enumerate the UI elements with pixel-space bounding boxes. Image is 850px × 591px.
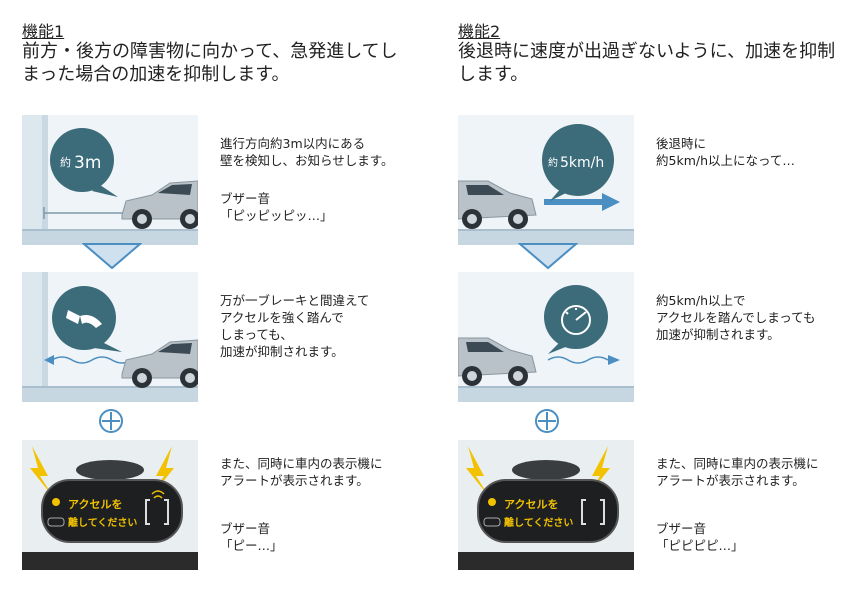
scene-reverse-acceleration [458, 272, 634, 402]
step-3-buzzer: ブザー音「ピピピピ…」 [656, 520, 744, 554]
feature-2-column: 機能2 後退時に速度が出過ぎないように、加速を抑制します。 約 5km/h 後退… [458, 0, 850, 591]
car-icon [121, 180, 198, 229]
scene-display-alert: アクセルを 離してください [458, 440, 634, 570]
arrow-down-icon [82, 243, 142, 270]
buzzer-label: ブザー音 [220, 191, 271, 206]
step-3-text: また、同時に車内の表示機に アラートが表示されます。 [220, 456, 383, 488]
sensor-wave-icon [151, 490, 165, 499]
step-2-text: 万が一ブレーキと間違えて アクセルを強く踏んで しまっても、 加速が抑制されます… [220, 293, 370, 359]
alert-lightning-icon [466, 446, 490, 498]
buzzer-label: ブザー音 [220, 521, 271, 536]
pedal-icon [66, 310, 102, 328]
feature-2-description: 後退時に速度が出過ぎないように、加速を抑制します。 [458, 41, 836, 85]
scene-2-graphics [44, 286, 198, 388]
car-icon [458, 180, 537, 229]
arrow-down-icon [518, 243, 578, 270]
scene-r1-graphics [458, 124, 620, 229]
in-car-display [41, 479, 183, 543]
step-1-text: 後退時に 約5km/h以上になって… [656, 136, 795, 168]
alert-lightning-icon [30, 446, 54, 498]
in-car-display [477, 479, 619, 543]
car-icon [458, 337, 537, 386]
step-1-text: 進行方向約3m以内にある 壁を検知し、お知らせします。 [220, 136, 394, 168]
buzzer-sound: 「ピピピピ…」 [656, 538, 744, 553]
alert-lightning-icon [586, 446, 610, 498]
scene-pedal-misapplication [22, 272, 198, 402]
buzzer-sound: 「ピー…」 [220, 538, 283, 553]
step-1-buzzer: ブザー音「ピッピッピッ…」 [220, 190, 333, 224]
arrow-right-icon [602, 193, 620, 211]
plus-icon [535, 409, 559, 433]
feature-1-description: 前方・後方の障害物に向かって、急発進してしまった場合の加速を抑制します。 [22, 41, 398, 85]
scene-3-graphics [22, 446, 198, 570]
speedometer-icon [561, 305, 591, 335]
buzzer-label: ブザー音 [656, 521, 707, 536]
scene-wall-detection: 約 3m [22, 115, 198, 245]
buzzer-sound: 「ピッピッピッ…」 [220, 208, 333, 223]
step-2-text: 約5km/h以上で アクセルを踏んでしまっても 加速が抑制されます。 [656, 293, 816, 342]
feature-1-column: 機能1 前方・後方の障害物に向かって、急発進してしまった場合の加速を抑制します。 [22, 0, 422, 591]
step-3-buzzer: ブザー音「ピー…」 [220, 520, 283, 554]
car-icon [121, 339, 198, 388]
scene-display-alert: アクセルを 離してください [22, 440, 198, 570]
alert-lightning-icon [150, 446, 174, 498]
feature-2-title: 機能2 [458, 22, 501, 41]
scene-r3-graphics [458, 446, 634, 570]
plus-icon [99, 409, 123, 433]
step-3-text: また、同時に車内の表示機に アラートが表示されます。 [656, 456, 819, 488]
feature-1-title: 機能1 [22, 22, 65, 41]
scene-1-graphics [43, 128, 198, 229]
scene-r2-graphics [458, 285, 620, 386]
scene-reverse-speed: 約 5km/h [458, 115, 634, 245]
